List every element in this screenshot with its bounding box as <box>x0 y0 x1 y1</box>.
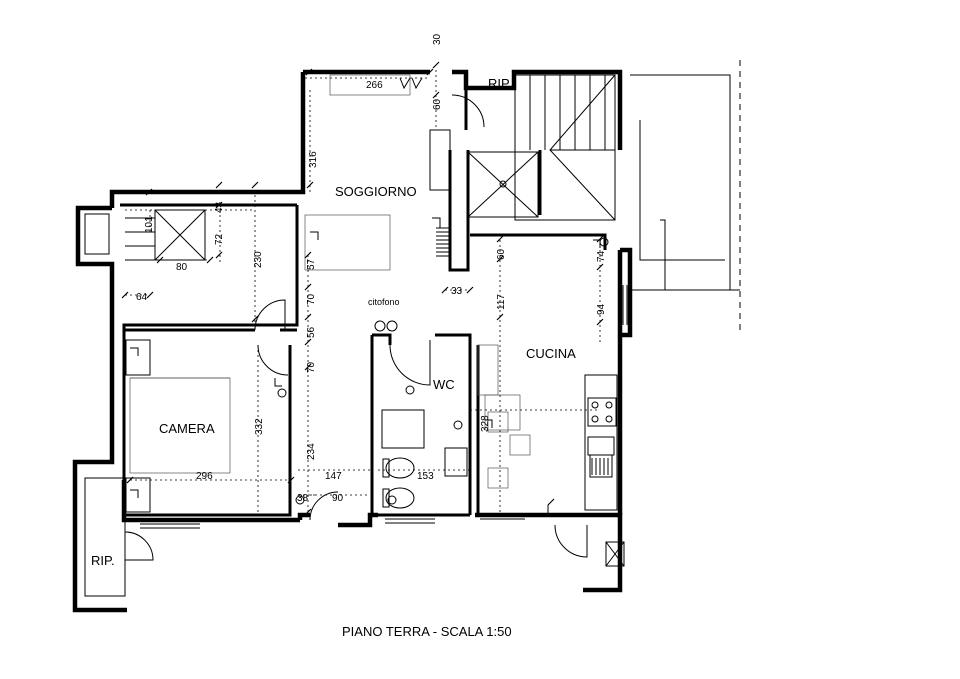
dim-266: 266 <box>366 80 383 91</box>
dim-147: 147 <box>325 471 342 482</box>
label-citofono: citofono <box>368 297 400 307</box>
room-labels: SOGGIORNO CAMERA CUCINA WC RIP. RIP. cit… <box>91 76 576 568</box>
room-label-wc: WC <box>433 377 455 392</box>
dim-234: 234 <box>306 443 317 460</box>
dim-328: 328 <box>480 415 491 432</box>
dim-74: 74 <box>596 250 607 262</box>
room-label-soggiorno: SOGGIORNO <box>335 184 417 199</box>
outside-structure-right <box>630 60 741 330</box>
dimension-lines <box>125 70 601 515</box>
dim-153: 153 <box>417 471 434 482</box>
dim-56: 56 <box>306 326 317 338</box>
outer-walls <box>72 69 633 613</box>
dimension-texts: 30 266 60 316 101 43 72 80 230 64 57 70 … <box>136 33 607 504</box>
dim-230: 230 <box>253 251 264 268</box>
small-box-left <box>84 213 110 255</box>
drawing-caption: PIANO TERRA - SCALA 1:50 <box>342 624 512 639</box>
dim-72: 72 <box>214 233 225 245</box>
dim-30: 30 <box>432 33 443 45</box>
electrical-symbols <box>130 77 609 515</box>
windows <box>77 225 628 529</box>
inner-walls <box>120 88 607 517</box>
dim-80: 80 <box>176 262 188 273</box>
storage-left <box>84 477 154 597</box>
room-label-cucina: CUCINA <box>526 346 576 361</box>
room-label-camera: CAMERA <box>159 421 215 436</box>
furniture <box>125 74 618 513</box>
dim-296: 296 <box>196 471 213 482</box>
shaft-center <box>467 151 539 218</box>
dim-94: 94 <box>596 303 607 315</box>
dim-117: 117 <box>496 294 507 310</box>
dim-316: 316 <box>308 151 319 168</box>
dim-64: 64 <box>136 292 148 303</box>
room-label-rip-bottom: RIP. <box>91 553 115 568</box>
dimension-ticks <box>121 61 604 516</box>
dim-90: 90 <box>332 493 344 504</box>
dim-101: 101 <box>144 216 155 233</box>
shaft-bedroom <box>125 209 206 261</box>
room-label-rip-top: RIP. <box>488 76 512 91</box>
dim-70-a: 70 <box>306 293 317 305</box>
dim-60-mid: 60 <box>496 248 507 260</box>
shaft-kitchen <box>605 541 625 567</box>
dim-38: 38 <box>297 493 309 504</box>
dim-60-top: 60 <box>432 98 443 110</box>
stairwell-top <box>514 74 616 221</box>
dim-70-b: 70 <box>306 361 317 373</box>
door-swings <box>254 94 588 558</box>
dim-332: 332 <box>254 418 265 435</box>
dim-33: 33 <box>451 286 463 297</box>
dim-43: 43 <box>214 201 225 213</box>
dim-57: 57 <box>306 258 317 270</box>
